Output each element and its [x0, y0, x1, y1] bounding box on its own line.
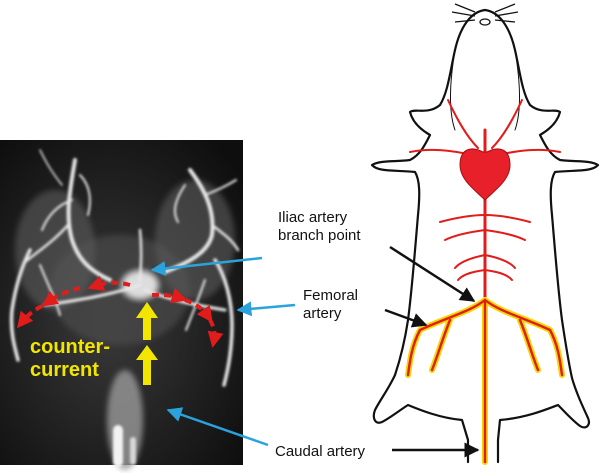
rat-body-right: [483, 8, 600, 464]
femoral-artery-left: [406, 298, 487, 377]
counter-current-label-line2: current: [30, 359, 99, 381]
rat-whiskers: [451, 3, 519, 23]
iliac-label-line1: Iliac artery: [278, 209, 348, 226]
femoral-label-line2: artery: [303, 305, 342, 322]
red-flow-arrow: [184, 298, 213, 323]
femoral-branch-left: [430, 318, 452, 372]
counter-current-label-line1: counter-: [30, 336, 110, 358]
yellow-flow-arrow: [136, 302, 158, 340]
black-pointer-femoral: [384, 308, 428, 328]
branch-artery: [484, 214, 531, 223]
red-flow-arrow: [87, 275, 131, 291]
rat-outline: [370, 8, 600, 464]
branch-artery: [454, 254, 486, 269]
yellow-flow-arrow: [136, 345, 158, 385]
red-flow-arrow: [17, 304, 43, 329]
red-flow-arrow: [207, 318, 224, 348]
femoral-artery-right: [483, 298, 564, 377]
red-flow-arrow: [151, 287, 188, 304]
branch-artery: [444, 229, 486, 241]
blue-pointer-femoral: [236, 301, 296, 317]
red-flow-arrows: [17, 275, 224, 348]
lower-arteries: [405, 297, 565, 465]
rat-body-left: [370, 8, 487, 464]
iliac-label-line2: branch point: [278, 227, 361, 244]
carotid-left: [447, 99, 479, 149]
carotid-right: [491, 99, 523, 149]
branch-artery: [484, 254, 516, 269]
branch-artery: [484, 269, 513, 281]
blue-pointers: [150, 256, 296, 447]
rat-nose: [479, 18, 491, 26]
red-flow-arrow: [41, 286, 81, 307]
branch-artery: [439, 214, 486, 223]
blue-pointer-iliac: [150, 256, 263, 276]
heart: [459, 148, 511, 201]
black-pointers: [384, 245, 480, 458]
rat-right-arm: [514, 49, 520, 131]
yellow-flow-arrows: [136, 302, 158, 385]
black-pointer-iliac: [389, 245, 476, 303]
caudal-label: Caudal artery: [275, 443, 366, 460]
rat-left-arm: [450, 49, 456, 131]
branch-artery: [457, 269, 486, 281]
blue-pointer-caudal: [166, 407, 269, 447]
femoral-branch-right: [518, 318, 540, 372]
femoral-label-line1: Femoral: [303, 287, 358, 304]
branch-artery: [484, 229, 526, 241]
angiogram-image: counter- current: [0, 140, 243, 470]
